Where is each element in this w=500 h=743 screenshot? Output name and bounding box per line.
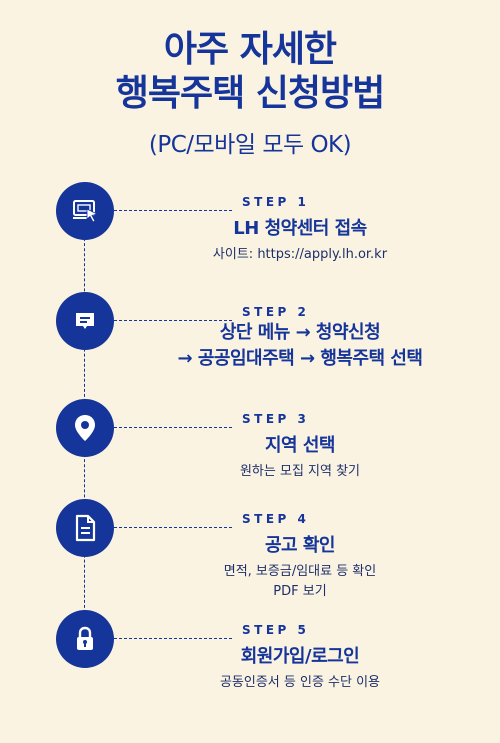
- document-icon: [56, 499, 114, 557]
- step-label: STEP 3: [242, 412, 310, 426]
- connector-line: [114, 320, 232, 321]
- page-title: 아주 자세한 행복주택 신청방법: [0, 28, 500, 116]
- step-2: STEP 2 상단 메뉴 → 청약신청 → 공공임대주택 → 행복주택 선택: [0, 292, 500, 392]
- step-label: STEP 2: [242, 305, 310, 319]
- step-4: STEP 4 공고 확인 면적, 보증금/임대료 등 확인 PDF 보기: [0, 499, 500, 599]
- step-desc: 원하는 모집 지역 찾기: [239, 464, 361, 479]
- title-line-2: 행복주택 신청방법: [115, 73, 386, 114]
- message-box-icon: [56, 292, 114, 350]
- step-desc: 사이트: https://apply.lh.or.kr: [212, 247, 388, 262]
- step-desc-line-1: 면적, 보증금/임대료 등 확인: [223, 564, 377, 579]
- step-body: 공고 확인 면적, 보증금/임대료 등 확인 PDF 보기: [110, 533, 490, 602]
- step-desc-line-2: PDF 보기: [273, 584, 327, 599]
- step-1: STEP 1 LH 청약센터 접속 사이트: https://apply.lh.…: [0, 182, 500, 282]
- step-label: STEP 1: [242, 195, 310, 209]
- step-title: 지역 선택: [264, 435, 336, 456]
- subtitle: (PC/모바일 모두 OK): [148, 132, 352, 158]
- step-body: LH 청약센터 접속 사이트: https://apply.lh.or.kr: [110, 216, 490, 265]
- step-title: 공고 확인: [264, 535, 336, 556]
- step-desc: 공동인증서 등 인증 수단 이용: [219, 675, 381, 690]
- connector-line: [114, 527, 232, 528]
- step-body: 상단 메뉴 → 청약신청 → 공공임대주택 → 행복주택 선택: [110, 320, 490, 372]
- location-pin-icon: [56, 399, 114, 457]
- step-title: LH 청약센터 접속: [233, 218, 367, 239]
- step-title-line-1: 상단 메뉴 → 청약신청: [219, 322, 381, 343]
- connector-line: [114, 427, 232, 428]
- step-5: STEP 5 회원가입/로그인 공동인증서 등 인증 수단 이용: [0, 610, 500, 710]
- step-label: STEP 5: [242, 623, 310, 637]
- step-body: 회원가입/로그인 공동인증서 등 인증 수단 이용: [110, 644, 490, 693]
- step-title: 회원가입/로그인: [240, 646, 360, 667]
- computer-cursor-icon: [56, 182, 114, 240]
- step-label: STEP 4: [242, 512, 310, 526]
- lock-icon: [56, 610, 114, 668]
- connector-line: [114, 210, 232, 211]
- title-line-1: 아주 자세한: [163, 29, 337, 70]
- connector-line: [114, 638, 232, 639]
- step-body: 지역 선택 원하는 모집 지역 찾기: [110, 433, 490, 482]
- step-3: STEP 3 지역 선택 원하는 모집 지역 찾기: [0, 399, 500, 499]
- header: 아주 자세한 행복주택 신청방법 (PC/모바일 모두 OK): [0, 28, 500, 160]
- step-title-line-2: → 공공임대주택 → 행복주택 선택: [177, 348, 423, 369]
